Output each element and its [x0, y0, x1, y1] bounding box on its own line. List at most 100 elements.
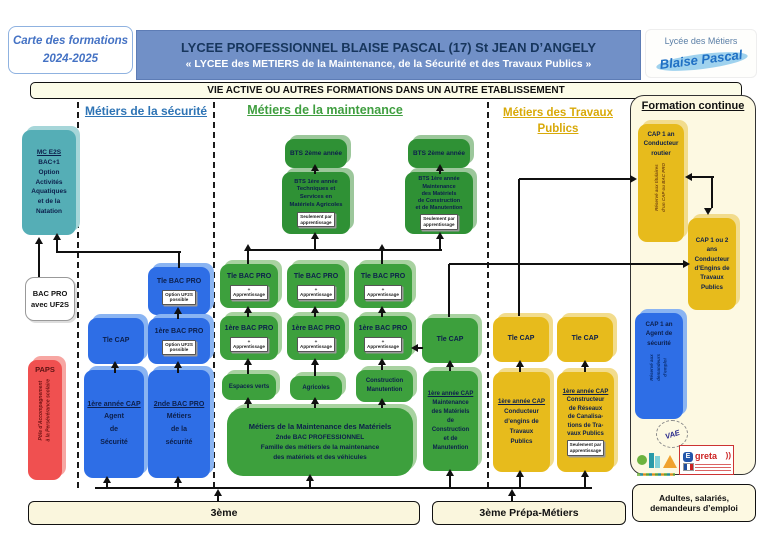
arrow [449, 473, 452, 488]
greta-parens: )) [725, 451, 731, 460]
arrow [314, 310, 317, 317]
agricoles-box: Agricoles [290, 376, 342, 400]
arrow [177, 480, 180, 488]
bts2-construction-box: BTS 2ème année [408, 139, 470, 168]
arrow [418, 347, 423, 350]
arrow [584, 364, 587, 372]
arrow [247, 401, 250, 408]
vie-active-banner: VIE ACTIVE OU AUTRES FORMATIONS DANS UN … [30, 82, 742, 99]
premiere-bac-pro-securite-box: 1ère BAC PRO Option UF2S possible [148, 318, 210, 364]
column-header-travaux-publics: Métiers des Travaux Publics [503, 107, 613, 135]
arrow [381, 250, 384, 264]
arrow [378, 244, 386, 251]
arrow [314, 362, 317, 376]
partner-logo [637, 452, 677, 476]
arrow [692, 176, 714, 179]
greta-wordmark: greta [695, 451, 718, 461]
arrow [248, 249, 442, 252]
arrow [244, 358, 252, 365]
tle-cap-maintenance-box: Tle CAP [422, 318, 478, 363]
arrow [174, 476, 182, 483]
cap-agent-securite-box: 1ère année CAP Agent de Sécurité [84, 370, 144, 478]
bts2-agri-box: BTS 2ème année [285, 139, 347, 168]
arrow [114, 365, 117, 373]
logo-text-top: Lycée des Métiers [664, 36, 738, 46]
arrow [247, 310, 250, 317]
column-separator [487, 102, 489, 488]
arrow [214, 489, 222, 496]
arrow [381, 310, 384, 317]
seconde-bac-pro-maintenance-box: Métiers de la Maintenance des Matériels … [227, 408, 413, 476]
school-title: LYCEE PROFESSIONNEL BLAISE PASCAL (17) S… [180, 40, 597, 55]
arrow [247, 250, 250, 264]
arrow [630, 175, 637, 183]
arrow [448, 264, 451, 317]
arrow [516, 360, 524, 367]
arrow [314, 401, 317, 408]
arrow [177, 365, 180, 373]
construction-manutention-box: Construction Manutention [356, 370, 413, 402]
arrow [449, 364, 452, 371]
cap-constructeur-reseaux-box: 1ère année CAP Constructeur de Réseaux d… [557, 372, 614, 472]
arrow [436, 232, 444, 239]
arrow [516, 470, 524, 477]
french-flag-icon [683, 463, 694, 471]
logo-dots [637, 473, 675, 476]
espaces-verts-box: Espaces verts [222, 374, 276, 400]
greta-logo: E greta )) [679, 445, 734, 475]
arrow [378, 358, 386, 365]
arrow [508, 489, 516, 496]
logo-triangle [663, 455, 677, 468]
arrow [683, 260, 690, 268]
arrow [103, 476, 111, 483]
arrow [314, 236, 317, 250]
column-separator [77, 102, 79, 488]
arrow [311, 358, 319, 365]
logo-circle [637, 455, 647, 465]
paps-box: PAPS Pôle d’Accompagnement à la Persévér… [28, 360, 62, 480]
arrow [95, 487, 592, 490]
arrow [247, 362, 250, 374]
arrow [311, 306, 319, 313]
troisieme-bar: 3ème [28, 501, 420, 525]
arrow [244, 306, 252, 313]
school-subtitle: « LYCEE des METIERS de la Maintenance, d… [185, 58, 592, 70]
arrow [106, 480, 109, 488]
arrow [244, 397, 252, 404]
greta-small-text [695, 464, 731, 471]
arrow [314, 168, 317, 174]
tle-cap-securite-box: Tle CAP [88, 318, 144, 364]
vae-badge: VAE [656, 420, 688, 448]
column-header-securite: Métiers de la sécurité [84, 104, 208, 118]
column-header-maintenance: Métiers de la maintenance [247, 103, 403, 117]
premiere-bac-pro-maintenance-box: 1ère BAC PRO + Apprentissage [354, 316, 412, 360]
school-header-bar: LYCEE PROFESSIONNEL BLAISE PASCAL (17) S… [136, 30, 641, 80]
arrow [581, 360, 589, 367]
tle-bac-pro-maintenance-box: Tle BAC PRO + Apprentissage [220, 264, 278, 308]
arrow [177, 311, 180, 319]
logo-bar [649, 453, 654, 468]
arrow [174, 361, 182, 368]
arrow [411, 344, 418, 352]
fc-cap-conducteur-routier-box: CAP 1 an Conducteur routier Réservé aux … [638, 124, 684, 242]
arrow [381, 362, 384, 370]
arrow [217, 492, 220, 501]
arrow [439, 168, 442, 174]
column-separator [213, 102, 215, 488]
tle-cap-travaux-box: Tle CAP [557, 317, 613, 362]
fc-cap-conducteur-engins-box: CAP 1 ou 2 ans Conducteur d’Engins de Tr… [688, 218, 736, 310]
arrow [309, 478, 312, 488]
arrow [519, 364, 522, 372]
arrow [306, 474, 314, 481]
arrow [244, 244, 252, 251]
arrow [57, 251, 181, 254]
adultes-audience-box: Adultes, salariés, demandeurs d’emploi [632, 484, 756, 522]
arrow [518, 179, 521, 316]
greta-e-mark: E [683, 452, 693, 462]
school-logo: Lycée des Métiers Blaise Pascal [645, 29, 757, 78]
arrow [38, 244, 41, 277]
logo-bar [655, 456, 660, 468]
cap-conducteur-engins-box: 1ère année CAP Conducteur d’engins de Tr… [493, 372, 550, 472]
arrow [584, 474, 587, 488]
arrow [711, 177, 714, 208]
